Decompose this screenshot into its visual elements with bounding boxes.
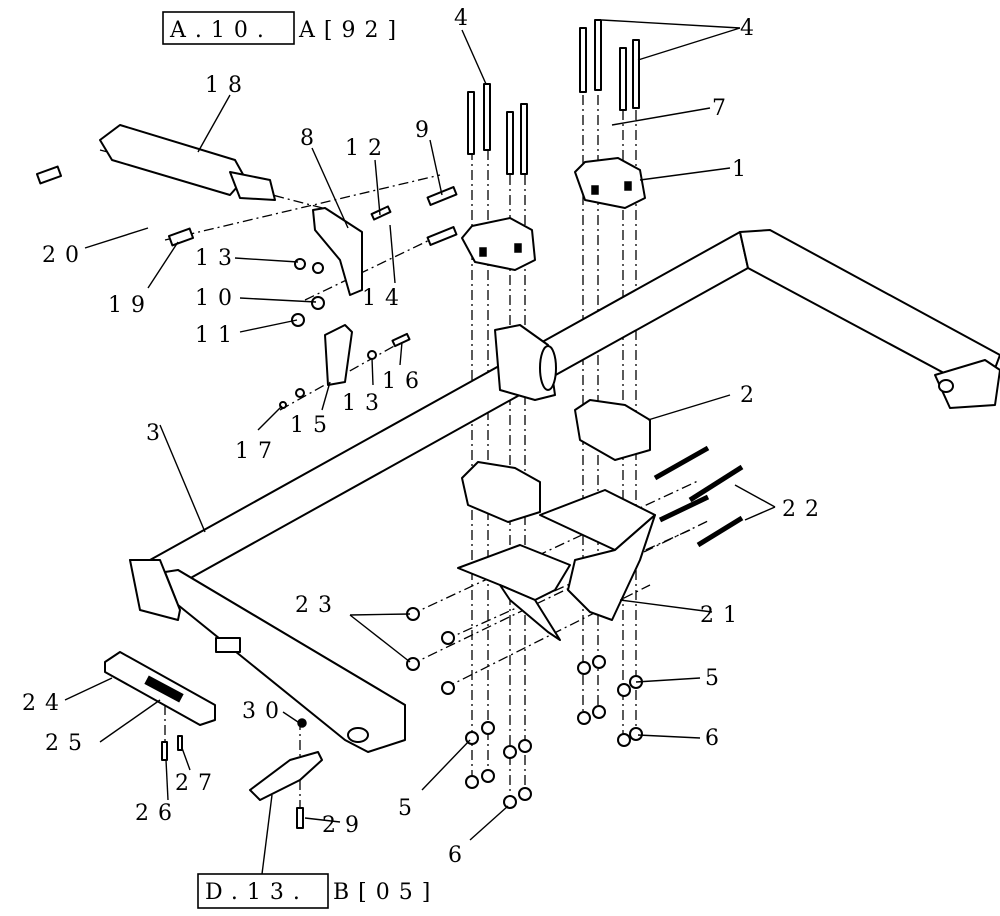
label-26: 26 <box>135 801 181 826</box>
pivot-collar[interactable] <box>494 324 557 401</box>
label-2: 2 <box>740 383 763 408</box>
label-9: 9 <box>415 118 438 143</box>
reference-top-boxed-text: A.10. <box>169 18 273 43</box>
label-1: 1 <box>732 157 755 182</box>
label-14: 14 <box>362 286 408 311</box>
label-4-left: 4 <box>454 6 477 31</box>
spindle[interactable] <box>161 718 323 829</box>
label-21: 21 <box>700 603 746 628</box>
label-25: 25 <box>45 731 91 756</box>
label-10: 10 <box>195 286 241 311</box>
label-6-right: 6 <box>705 726 728 751</box>
label-16: 16 <box>382 369 428 394</box>
label-4-right: 4 <box>740 16 763 41</box>
label-27: 27 <box>175 771 221 796</box>
reference-top[interactable]: A.10. A[92] <box>162 11 405 45</box>
label-8: 8 <box>300 126 323 151</box>
reference-bottom-box <box>197 873 329 909</box>
long-bolts-right[interactable] <box>579 19 640 111</box>
label-12: 12 <box>345 136 391 161</box>
reference-top-box <box>162 11 295 45</box>
right-arm[interactable] <box>934 359 1000 409</box>
label-23: 23 <box>295 593 341 618</box>
label-11: 11 <box>195 323 241 348</box>
bearing-cap-right[interactable] <box>574 157 646 209</box>
label-29: 29 <box>322 813 368 838</box>
label-5-right: 5 <box>705 666 728 691</box>
jack-bracket[interactable] <box>104 651 216 726</box>
long-bolts-left[interactable] <box>467 83 528 175</box>
bearing-cap-left[interactable] <box>461 217 536 271</box>
leader-lines <box>64 19 776 875</box>
lower-bearing-left[interactable] <box>461 461 541 523</box>
left-arm[interactable] <box>129 559 406 753</box>
reference-bottom-boxed-text: D.13. <box>205 880 309 905</box>
label-3: 3 <box>146 421 169 446</box>
label-6-bottom: 6 <box>448 843 471 868</box>
reference-top-suffix: A[92] <box>298 18 405 43</box>
hydraulic-cylinder[interactable] <box>35 124 276 247</box>
reference-bottom[interactable]: D.13. B[05] <box>197 873 439 909</box>
callout-labels: 4 4 7 1 2 22 21 5 6 5 6 23 3 18 20 19 13… <box>22 6 828 868</box>
label-18: 18 <box>205 73 251 98</box>
cross-bolts[interactable] <box>653 445 744 548</box>
nuts-and-washers[interactable] <box>406 607 643 809</box>
label-20: 20 <box>42 243 88 268</box>
label-17: 17 <box>235 439 281 464</box>
reference-bottom-suffix: B[05] <box>333 880 439 905</box>
label-19: 19 <box>108 293 154 318</box>
lower-bearing-right[interactable] <box>574 399 651 461</box>
label-30: 30 <box>242 699 288 724</box>
mounting-plate[interactable] <box>312 207 363 296</box>
mounting-bracket-front[interactable] <box>457 544 571 641</box>
label-22: 22 <box>782 497 828 522</box>
label-13-bottom: 13 <box>342 391 388 416</box>
label-5-bottom: 5 <box>398 796 421 821</box>
small-hardware[interactable] <box>279 186 458 409</box>
mounting-bracket-rear[interactable] <box>539 489 656 621</box>
label-24: 24 <box>22 691 68 716</box>
bracket-link[interactable] <box>324 324 353 386</box>
label-7: 7 <box>712 96 735 121</box>
label-15: 15 <box>290 413 336 438</box>
label-13-top: 13 <box>195 246 241 271</box>
